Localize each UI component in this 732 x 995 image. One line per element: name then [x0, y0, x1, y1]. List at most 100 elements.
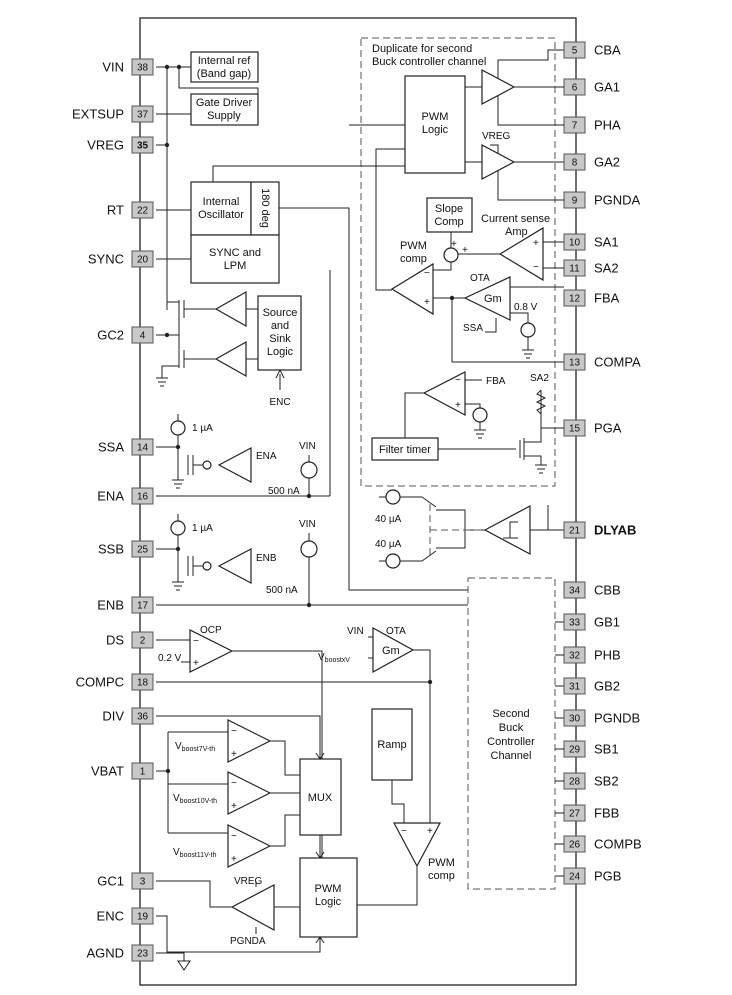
filter-timer-label: Filter timer: [379, 444, 431, 456]
pwm-comp-a-line1: PWM: [400, 240, 427, 252]
second-buck-line3: Controller: [487, 736, 535, 748]
minus-sign: −: [231, 726, 237, 737]
pin-number: 15: [569, 424, 581, 435]
pin-label: CBA: [594, 43, 621, 58]
pwm-logic-c: [299, 857, 358, 938]
plus-sign: +: [462, 245, 468, 256]
i500na-b: 500 nA: [266, 585, 298, 596]
pin-label: CBB: [594, 583, 621, 598]
ena-wires: [156, 270, 331, 497]
sync-lpm-block: [190, 234, 280, 284]
sa2-in-label: SA2: [530, 373, 549, 384]
pin-box: [131, 136, 154, 154]
gate-driver-block: [190, 93, 259, 126]
pwm-logic-a: [404, 75, 466, 174]
i40ua-1: 40 µA: [375, 514, 402, 525]
vreg-a: VREG: [482, 131, 511, 142]
v02-label: 0.2 V: [158, 653, 182, 664]
pin-label: COMPB: [594, 837, 642, 852]
pin-number: 25: [137, 545, 149, 556]
slope-comp-line1: Slope: [435, 203, 463, 215]
schmitt-symbol: [503, 521, 518, 539]
pwm-comparator-c: [392, 822, 442, 868]
junction: [175, 546, 181, 552]
deg180-label: 180 deg: [259, 188, 271, 228]
sync-lpm-line1: SYNC and: [209, 247, 261, 259]
pin-number: 29: [569, 745, 581, 756]
pin-box: [131, 326, 154, 344]
pin-label: GC1: [97, 874, 124, 889]
pin-label: COMPC: [76, 675, 124, 690]
pin-number: 13: [569, 358, 581, 369]
current-sense-line2: Amp: [505, 226, 528, 238]
second-buck-line1: Second: [492, 708, 529, 720]
gc1-driver: [230, 884, 275, 932]
slope-comp-block: [426, 197, 473, 233]
pin-label: DS: [106, 633, 124, 648]
pin-number: 26: [569, 840, 581, 851]
delay-current-source-1: [385, 489, 401, 505]
pin-box: [131, 944, 154, 962]
channel-a-drivers-wires: [349, 49, 564, 291]
junction: [306, 493, 312, 499]
pin-box: [131, 673, 154, 691]
pin-label: PGNDA: [594, 193, 641, 208]
pin-number: 16: [137, 492, 149, 503]
ota-c-wires: [156, 636, 431, 823]
fba-in-label: FBA: [486, 376, 506, 387]
pin-box: [131, 907, 154, 925]
pin-number: 2: [140, 636, 146, 647]
duplicate-note-line1: Duplicate for second: [372, 43, 472, 55]
gc2-driver-bottom: [214, 340, 247, 378]
pin-label: VBAT: [91, 764, 124, 779]
current-source-ssa: [170, 420, 186, 436]
internal-osc-line2: Oscillator: [198, 209, 244, 221]
plus-sign: +: [193, 658, 199, 669]
pin-label: PHA: [594, 118, 621, 133]
delay-current-source-2: [385, 553, 401, 569]
ground-gc2: [156, 377, 168, 387]
ramp-label: Ramp: [377, 739, 406, 751]
pwm-logic-c-line1: PWM: [315, 883, 342, 895]
pin-number: 22: [137, 206, 149, 217]
current-sense-line1: Current sense: [481, 213, 550, 225]
pin-box: [131, 707, 154, 725]
current-source-ssb: [170, 520, 186, 536]
junction: [164, 332, 170, 338]
minus-sign: −: [231, 831, 237, 842]
osc-wires: [156, 165, 468, 591]
pin-label: COMPA: [594, 355, 641, 370]
vin-b: VIN: [299, 519, 316, 530]
gc2-wires: [156, 300, 258, 378]
vboostx-label: VboostxV: [318, 652, 350, 664]
pin-label: DIV: [102, 709, 124, 724]
gate-driver-line1: Gate Driver: [196, 97, 253, 109]
vreg-c: VREG: [234, 876, 263, 887]
pin-box: [131, 58, 154, 76]
source-sink-line2: and: [271, 320, 289, 332]
delay-wires: [379, 496, 564, 562]
pin-box: [131, 105, 154, 123]
junction: [175, 444, 181, 450]
pin-label: SSA: [98, 440, 124, 455]
inverter-bubble-a: [202, 460, 212, 470]
plus-sign: +: [427, 826, 433, 837]
plus-sign: +: [231, 801, 237, 812]
pullup-resistor: [535, 389, 547, 415]
pwm-comp-a-line2: comp: [400, 253, 427, 265]
second-buck-line2: Buck: [499, 722, 524, 734]
